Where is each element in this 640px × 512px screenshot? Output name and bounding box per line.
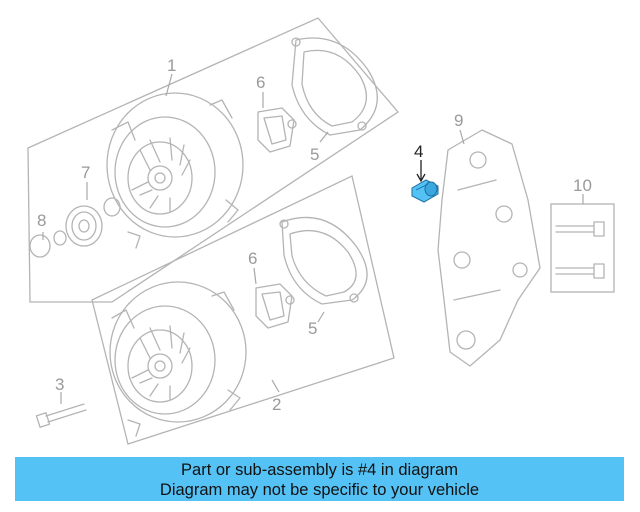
callout-5-lower: 5 xyxy=(308,319,317,338)
bolt-3 xyxy=(35,403,87,428)
regulator-upper xyxy=(257,107,297,153)
pulley xyxy=(65,197,121,247)
info-banner: Part or sub-assembly is #4 in diagram Di… xyxy=(15,457,624,501)
leader-lines xyxy=(42,73,584,404)
rear-cover-upper xyxy=(291,37,378,136)
panel-lower-alternator xyxy=(91,175,395,445)
bolts-10 xyxy=(555,221,605,279)
callout-2: 2 xyxy=(272,395,281,414)
callout-7: 7 xyxy=(81,163,90,182)
callout-8: 8 xyxy=(37,211,46,230)
panel-upper-alternator xyxy=(27,17,399,303)
parts-diagram: 1 6 5 7 8 6 5 2 3 9 10 4 xyxy=(27,17,615,445)
regulator-lower xyxy=(255,283,295,329)
callout-4[interactable]: 4 xyxy=(414,142,423,161)
cap xyxy=(29,230,67,258)
callout-1: 1 xyxy=(167,56,176,75)
panel-bolts xyxy=(550,203,615,293)
callout-5-upper: 5 xyxy=(310,145,319,164)
callout-6-upper: 6 xyxy=(256,73,265,92)
rear-cover-lower xyxy=(279,216,368,305)
alternator-lower xyxy=(109,281,247,437)
bushing-highlighted[interactable] xyxy=(411,179,439,203)
banner-line-2: Diagram may not be specific to your vehi… xyxy=(159,481,480,499)
banner-line-1: Part or sub-assembly is #4 in diagram xyxy=(181,461,458,479)
callout-9: 9 xyxy=(454,111,463,130)
alternator-upper xyxy=(106,92,244,249)
callout-6-lower: 6 xyxy=(248,249,257,268)
callout-10: 10 xyxy=(573,176,592,195)
bracket xyxy=(437,129,541,367)
callout-3: 3 xyxy=(55,375,64,394)
